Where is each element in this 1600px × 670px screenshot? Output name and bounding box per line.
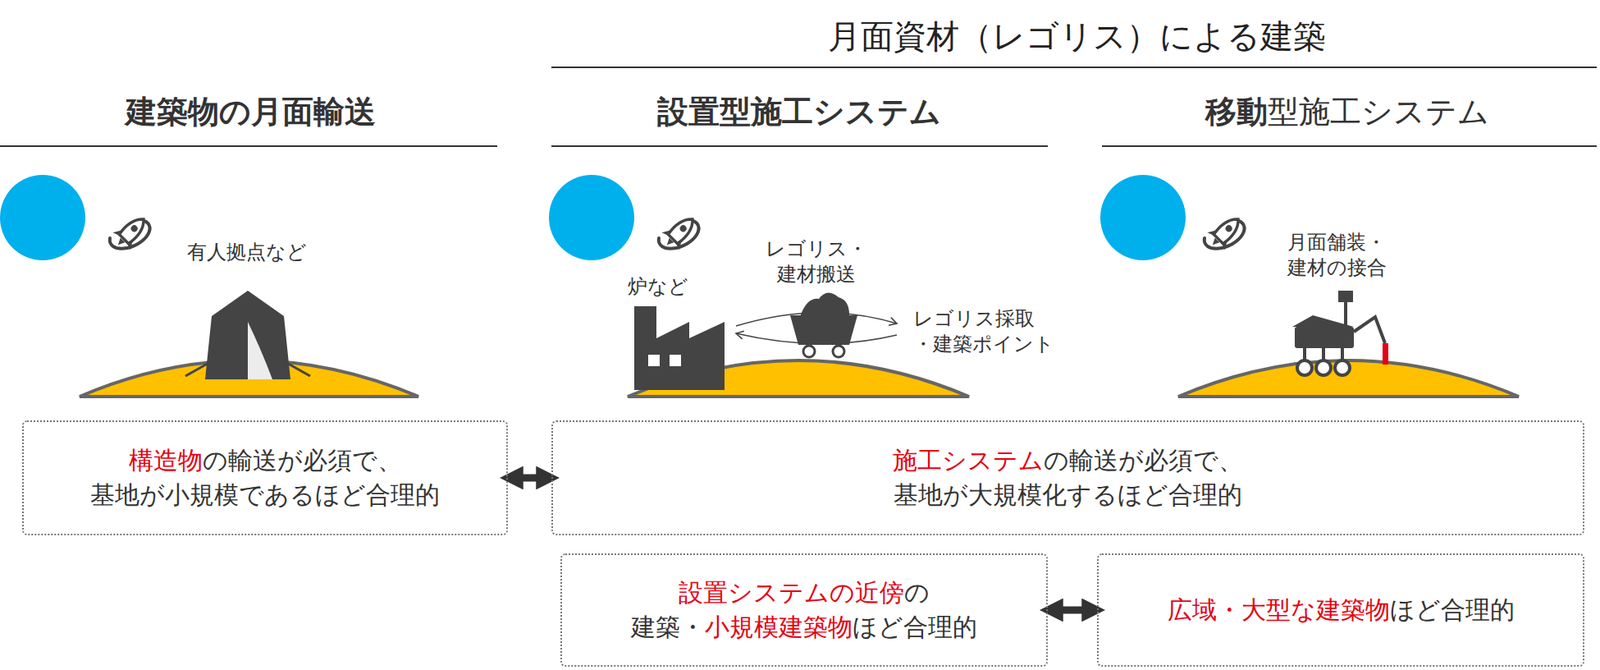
text-line: 移動型施工システム bbox=[1205, 91, 1490, 133]
text-run: 広域・大型な建築物 bbox=[1167, 594, 1390, 624]
illustration-label: 月面舗装・ 建材の接合 bbox=[1287, 229, 1387, 281]
title-rule bbox=[551, 66, 1597, 69]
box-text: 広域・大型な建築物ほど合理的 bbox=[1167, 592, 1515, 627]
text-line: レゴリス採取 bbox=[913, 306, 1055, 332]
text-run: の bbox=[904, 577, 930, 607]
double-arrow bbox=[518, 474, 541, 482]
dotted-box: 設置システムの近傍の 建築・小規模建築物ほど合理的 bbox=[560, 553, 1048, 667]
text-run: 月面舗装・ bbox=[1287, 230, 1386, 254]
text-run: 炉など bbox=[627, 274, 689, 298]
text-line: 設置システムの近傍の bbox=[630, 575, 978, 610]
text-line: 構造物の輸送が必須で、 bbox=[90, 443, 440, 478]
text-line: 月面資材（レゴリス）による建築 bbox=[827, 14, 1326, 58]
text-run: 基地が小規模であるほど合理的 bbox=[90, 480, 440, 509]
text-line: 炉など bbox=[627, 274, 689, 300]
text-run: の輸送が必須で、 bbox=[1043, 445, 1244, 475]
text-run: 移動 bbox=[1205, 93, 1268, 130]
text-run: 建築物の月面輸送 bbox=[125, 93, 376, 130]
box-text: 設置システムの近傍の 建築・小規模建築物ほど合理的 bbox=[630, 575, 978, 645]
text-run: ほど合理的 bbox=[852, 612, 978, 641]
heading-rule bbox=[551, 145, 1048, 147]
heading-rule bbox=[0, 145, 498, 147]
text-run: の輸送が必須で、 bbox=[202, 445, 403, 475]
rocket-icon bbox=[1203, 210, 1247, 253]
column-heading: 建築物の月面輸送 bbox=[125, 91, 376, 133]
text-run: 基地が大規模化するほど合理的 bbox=[893, 480, 1243, 509]
text-line: 建築・小規模建築物ほど合理的 bbox=[630, 609, 978, 645]
illustration-label: レゴリス・ 建材搬送 bbox=[765, 236, 868, 288]
earth-circle bbox=[548, 174, 635, 261]
diagram-title: 月面資材（レゴリス）による建築 bbox=[827, 14, 1326, 58]
text-line: 建築物の月面輸送 bbox=[125, 91, 376, 133]
text-run: ・建築ポイント bbox=[913, 332, 1055, 356]
cart-icon bbox=[790, 292, 858, 357]
text-run: 構造物 bbox=[128, 445, 203, 475]
text-run: 小規模建築物 bbox=[704, 612, 853, 641]
text-run: 設置型施工システム bbox=[657, 93, 942, 130]
heading-rule bbox=[1101, 145, 1597, 147]
column-heading: 移動型施工システム bbox=[1205, 91, 1490, 133]
text-run: 有人拠点など bbox=[187, 240, 307, 264]
earth-circle bbox=[0, 174, 86, 261]
box-text: 構造物の輸送が必須で、 基地が小規模であるほど合理的 bbox=[90, 443, 440, 512]
text-line: 月面舗装・ bbox=[1287, 229, 1387, 256]
box-text: 施工システムの輸送が必須で、 基地が大規模化するほど合理的 bbox=[892, 443, 1244, 512]
rocket-icon bbox=[658, 210, 701, 253]
dotted-box: 施工システムの輸送が必須で、 基地が大規模化するほど合理的 bbox=[551, 420, 1585, 535]
text-line: 設置型施工システム bbox=[657, 91, 942, 133]
rocket-icon bbox=[109, 210, 152, 253]
text-run: 設置システムの近傍 bbox=[678, 577, 905, 607]
text-run: ほど合理的 bbox=[1389, 594, 1515, 624]
text-line: ・建築ポイント bbox=[913, 331, 1055, 357]
illustration-label: 有人拠点など bbox=[187, 239, 307, 266]
furnace-icon bbox=[634, 306, 725, 390]
column-heading: 設置型施工システム bbox=[657, 91, 942, 133]
text-line: 建材搬送 bbox=[765, 261, 868, 288]
text-run: 施工システム bbox=[892, 445, 1044, 475]
text-run: 型施工システム bbox=[1267, 93, 1490, 130]
text-line: 建材の接合 bbox=[1287, 255, 1387, 281]
text-line: 基地が小規模であるほど合理的 bbox=[90, 477, 440, 512]
illustration-label: レゴリス採取 ・建築ポイント bbox=[913, 306, 1055, 357]
rover-icon bbox=[1292, 290, 1389, 375]
illustration-label: 炉など bbox=[627, 274, 689, 300]
text-run: 建材の接合 bbox=[1287, 256, 1387, 279]
moon-surface bbox=[1178, 360, 1519, 397]
text-run: 建材搬送 bbox=[777, 262, 856, 286]
text-run: 月面資材（レゴリス）による建築 bbox=[827, 17, 1326, 55]
text-run: レゴリス・ bbox=[765, 237, 868, 261]
text-line: 基地が大規模化するほど合理的 bbox=[892, 477, 1244, 512]
text-run: レゴリス採取 bbox=[913, 306, 1035, 330]
text-line: レゴリス・ bbox=[765, 236, 868, 262]
tent-icon bbox=[185, 290, 311, 380]
text-run: 建築・ bbox=[630, 612, 705, 641]
text-line: 有人拠点など bbox=[187, 239, 307, 266]
dotted-box: 構造物の輸送が必須で、 基地が小規模であるほど合理的 bbox=[22, 420, 508, 535]
text-line: 広域・大型な建築物ほど合理的 bbox=[1167, 592, 1515, 627]
dotted-box: 広域・大型な建築物ほど合理的 bbox=[1097, 553, 1585, 667]
earth-circle bbox=[1100, 174, 1186, 261]
text-line: 施工システムの輸送が必須で、 bbox=[892, 443, 1244, 478]
double-arrow bbox=[1058, 606, 1087, 614]
